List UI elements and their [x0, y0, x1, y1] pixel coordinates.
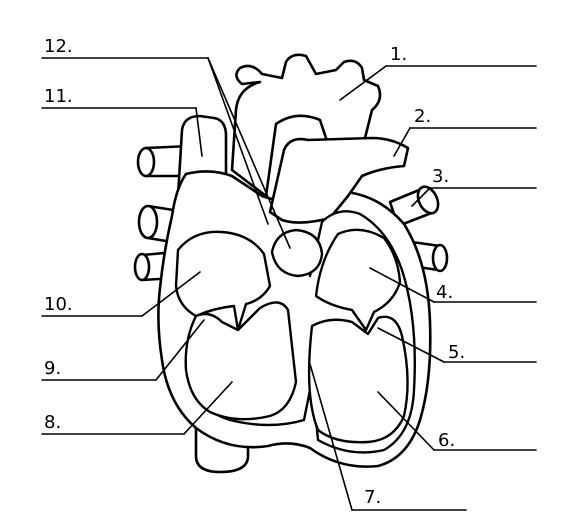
number-labels: 1. 2. 3. 4. 5. 6. 7. 8. 9. 10. 11. 12. [44, 36, 465, 508]
leader-3b [411, 187, 431, 207]
label-12: 12. [44, 36, 73, 57]
label-6: 6. [438, 430, 455, 451]
label-10: 10. [44, 294, 73, 315]
leader-11b [195, 107, 203, 157]
leader-8b [183, 381, 233, 435]
label-3: 3. [432, 166, 449, 187]
left-ventricle [307, 315, 409, 444]
leader-12c [207, 57, 269, 225]
leader-6b [377, 391, 435, 451]
right-ventricle [184, 301, 298, 421]
label-9: 9. [44, 358, 61, 379]
aortic-root [270, 228, 324, 278]
right-atrium [174, 230, 272, 332]
label-5: 5. [448, 342, 465, 363]
label-11: 11. [44, 86, 73, 107]
leader-9b [155, 319, 205, 381]
leader-10b [141, 271, 201, 317]
leader-12b [207, 57, 291, 249]
label-4: 4. [436, 282, 453, 303]
leader-7b [309, 363, 353, 511]
leader-2b [393, 127, 411, 157]
left-atrium [314, 228, 402, 332]
pulmonary-trunk [268, 136, 410, 224]
label-8: 8. [44, 412, 61, 433]
label-7: 7. [364, 487, 381, 508]
label-2: 2. [414, 106, 431, 127]
leader-1b [339, 65, 387, 101]
label-1: 1. [390, 44, 407, 65]
leader-4b [369, 267, 435, 303]
leader-5b [377, 327, 445, 363]
leader-lines [41, 57, 537, 511]
